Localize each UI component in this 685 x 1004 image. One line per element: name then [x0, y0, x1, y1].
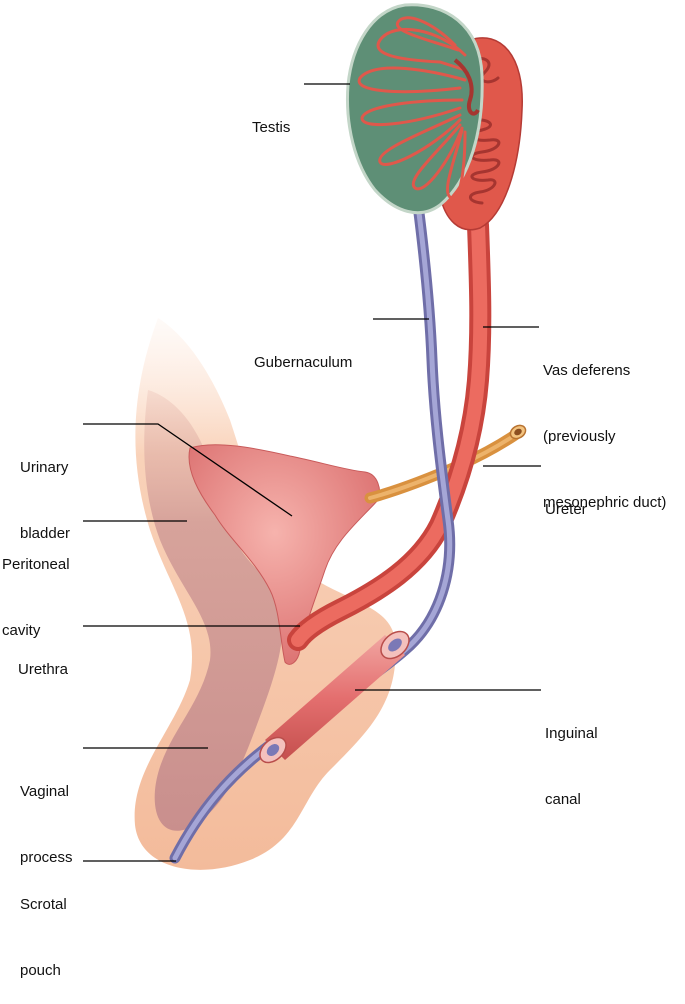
peritoneal-cavity-inner	[144, 390, 283, 831]
label-inguinal-canal: Inguinal canal	[545, 725, 598, 808]
gubernaculum-cord	[169, 199, 456, 864]
label-urinary-bladder: Urinary bladder	[20, 459, 71, 542]
urinary-bladder-shape	[188, 444, 380, 665]
label-peritoneal-cavity: Peritoneal cavity	[2, 556, 70, 639]
label-gubernaculum: Gubernaculum	[254, 354, 353, 371]
label-testis: Testis	[252, 119, 291, 136]
label-scrotal-pouch: Scrotal pouch	[20, 896, 67, 979]
testis-body	[346, 3, 484, 215]
leader-urinary-bladder	[83, 423, 293, 517]
label-urethra: Urethra	[18, 661, 69, 678]
label-vaginal-process: Vaginal process	[20, 783, 73, 866]
inguinal-canal-tube	[259, 630, 410, 764]
anatomy-illustration	[83, 3, 541, 870]
vas-deferens-duct	[287, 214, 492, 651]
label-vas-deferens: Vas deferens (previously mesonephric duc…	[543, 362, 667, 511]
label-ureter: Ureter	[545, 501, 587, 518]
leader-lines	[83, 83, 541, 862]
